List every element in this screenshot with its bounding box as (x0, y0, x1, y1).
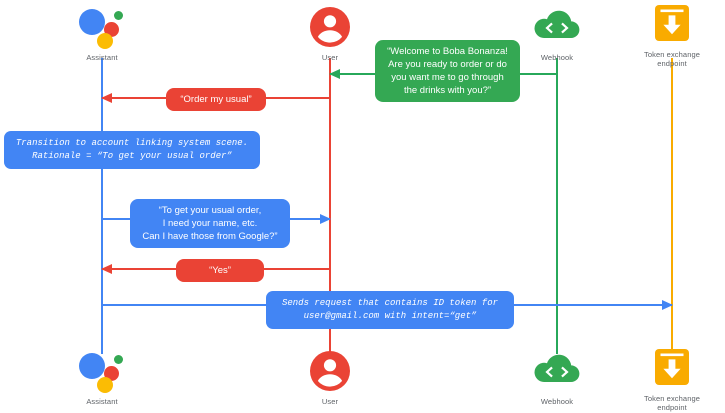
message-line: “Welcome to Boba Bonanza! (387, 46, 508, 57)
note-transition-account-linking: Transition to account linking system sce… (4, 131, 260, 169)
message-yes: “Yes” (176, 259, 264, 282)
token-download-icon (655, 349, 689, 385)
actor-label-user: User (321, 397, 339, 406)
lifeline-user (329, 58, 331, 354)
actor-assistant-top: Assistant (42, 4, 162, 62)
message-need-your-name: “To get your usual order, I need your na… (130, 199, 290, 248)
message-line: Can I have those from Google?” (142, 231, 278, 242)
user-avatar-icon (310, 7, 350, 47)
message-line: you want me to go through (391, 72, 504, 83)
message-order-my-usual: “Order my usual” (166, 88, 266, 111)
user-icon-wrap (270, 4, 390, 50)
endpoint-icon-wrap (612, 1, 725, 47)
actor-token-endpoint-top: Token exchange endpoint (612, 1, 725, 68)
endpoint-icon-wrap-bottom (612, 345, 725, 391)
actor-webhook-top: Webhook (497, 4, 617, 62)
note-sends-request: Sends request that contains ID token for… (266, 291, 514, 329)
assistant-dot-yellow (97, 377, 113, 393)
actor-webhook-bottom: Webhook (497, 348, 617, 406)
note-line: user@gmail.com with intent=“get” (303, 311, 477, 321)
endpoint-label-line2: endpoint (657, 403, 687, 412)
actor-label-assistant: Assistant (86, 53, 118, 62)
arrow-head-left (101, 93, 112, 103)
webhook-icon-wrap (497, 4, 617, 50)
message-line: I need your name, etc. (162, 218, 258, 229)
actor-user-top: User (270, 4, 390, 62)
actor-label-webhook: Webhook (540, 53, 574, 62)
user-avatar-icon (310, 351, 350, 391)
arrow-head-left (329, 69, 340, 79)
user-icon-wrap-bottom (270, 348, 390, 394)
lifeline-token-endpoint (671, 58, 673, 354)
actor-token-endpoint-bottom: Token exchange endpoint (612, 345, 725, 412)
arrow-head-left (101, 264, 112, 274)
assistant-dot-green (114, 11, 123, 20)
token-download-icon (655, 5, 689, 41)
actor-user-bottom: User (270, 348, 390, 406)
webhook-icon-wrap-bottom (497, 348, 617, 394)
google-assistant-icon (79, 349, 125, 393)
endpoint-label-line1: Token exchange (643, 394, 701, 403)
actor-label-assistant: Assistant (86, 397, 118, 406)
actor-label-token-endpoint: Token exchange endpoint (612, 50, 725, 68)
note-line: Rationale = “To get your usual order” (32, 151, 232, 161)
assistant-dot-yellow (97, 33, 113, 49)
message-welcome: “Welcome to Boba Bonanza! Are you ready … (375, 40, 520, 102)
assistant-icon-wrap-bottom (42, 348, 162, 394)
lifeline-assistant (101, 58, 103, 354)
message-line: Are you ready to order or do (388, 59, 507, 70)
endpoint-label-line2: endpoint (657, 59, 687, 68)
message-line: the drinks with you?” (403, 85, 492, 96)
message-line: “To get your usual order, (158, 205, 262, 216)
actor-label-webhook: Webhook (540, 397, 574, 406)
assistant-dot-blue (79, 9, 105, 35)
actor-label-user: User (321, 53, 339, 62)
endpoint-label-line1: Token exchange (643, 50, 701, 59)
google-assistant-icon (79, 5, 125, 49)
cloud-code-icon (534, 10, 580, 39)
note-line: Sends request that contains ID token for (281, 298, 499, 308)
lifeline-webhook (556, 58, 558, 354)
message-line: “Yes” (209, 265, 231, 276)
note-line: Transition to account linking system sce… (15, 138, 249, 148)
assistant-dot-blue (79, 353, 105, 379)
arrow-head-right (320, 214, 331, 224)
actor-label-token-endpoint: Token exchange endpoint (612, 394, 725, 412)
arrow-head-right (662, 300, 673, 310)
actor-assistant-bottom: Assistant (42, 348, 162, 406)
assistant-icon-wrap (42, 4, 162, 50)
message-line: “Order my usual” (180, 94, 252, 105)
assistant-dot-green (114, 355, 123, 364)
cloud-code-icon (534, 354, 580, 383)
